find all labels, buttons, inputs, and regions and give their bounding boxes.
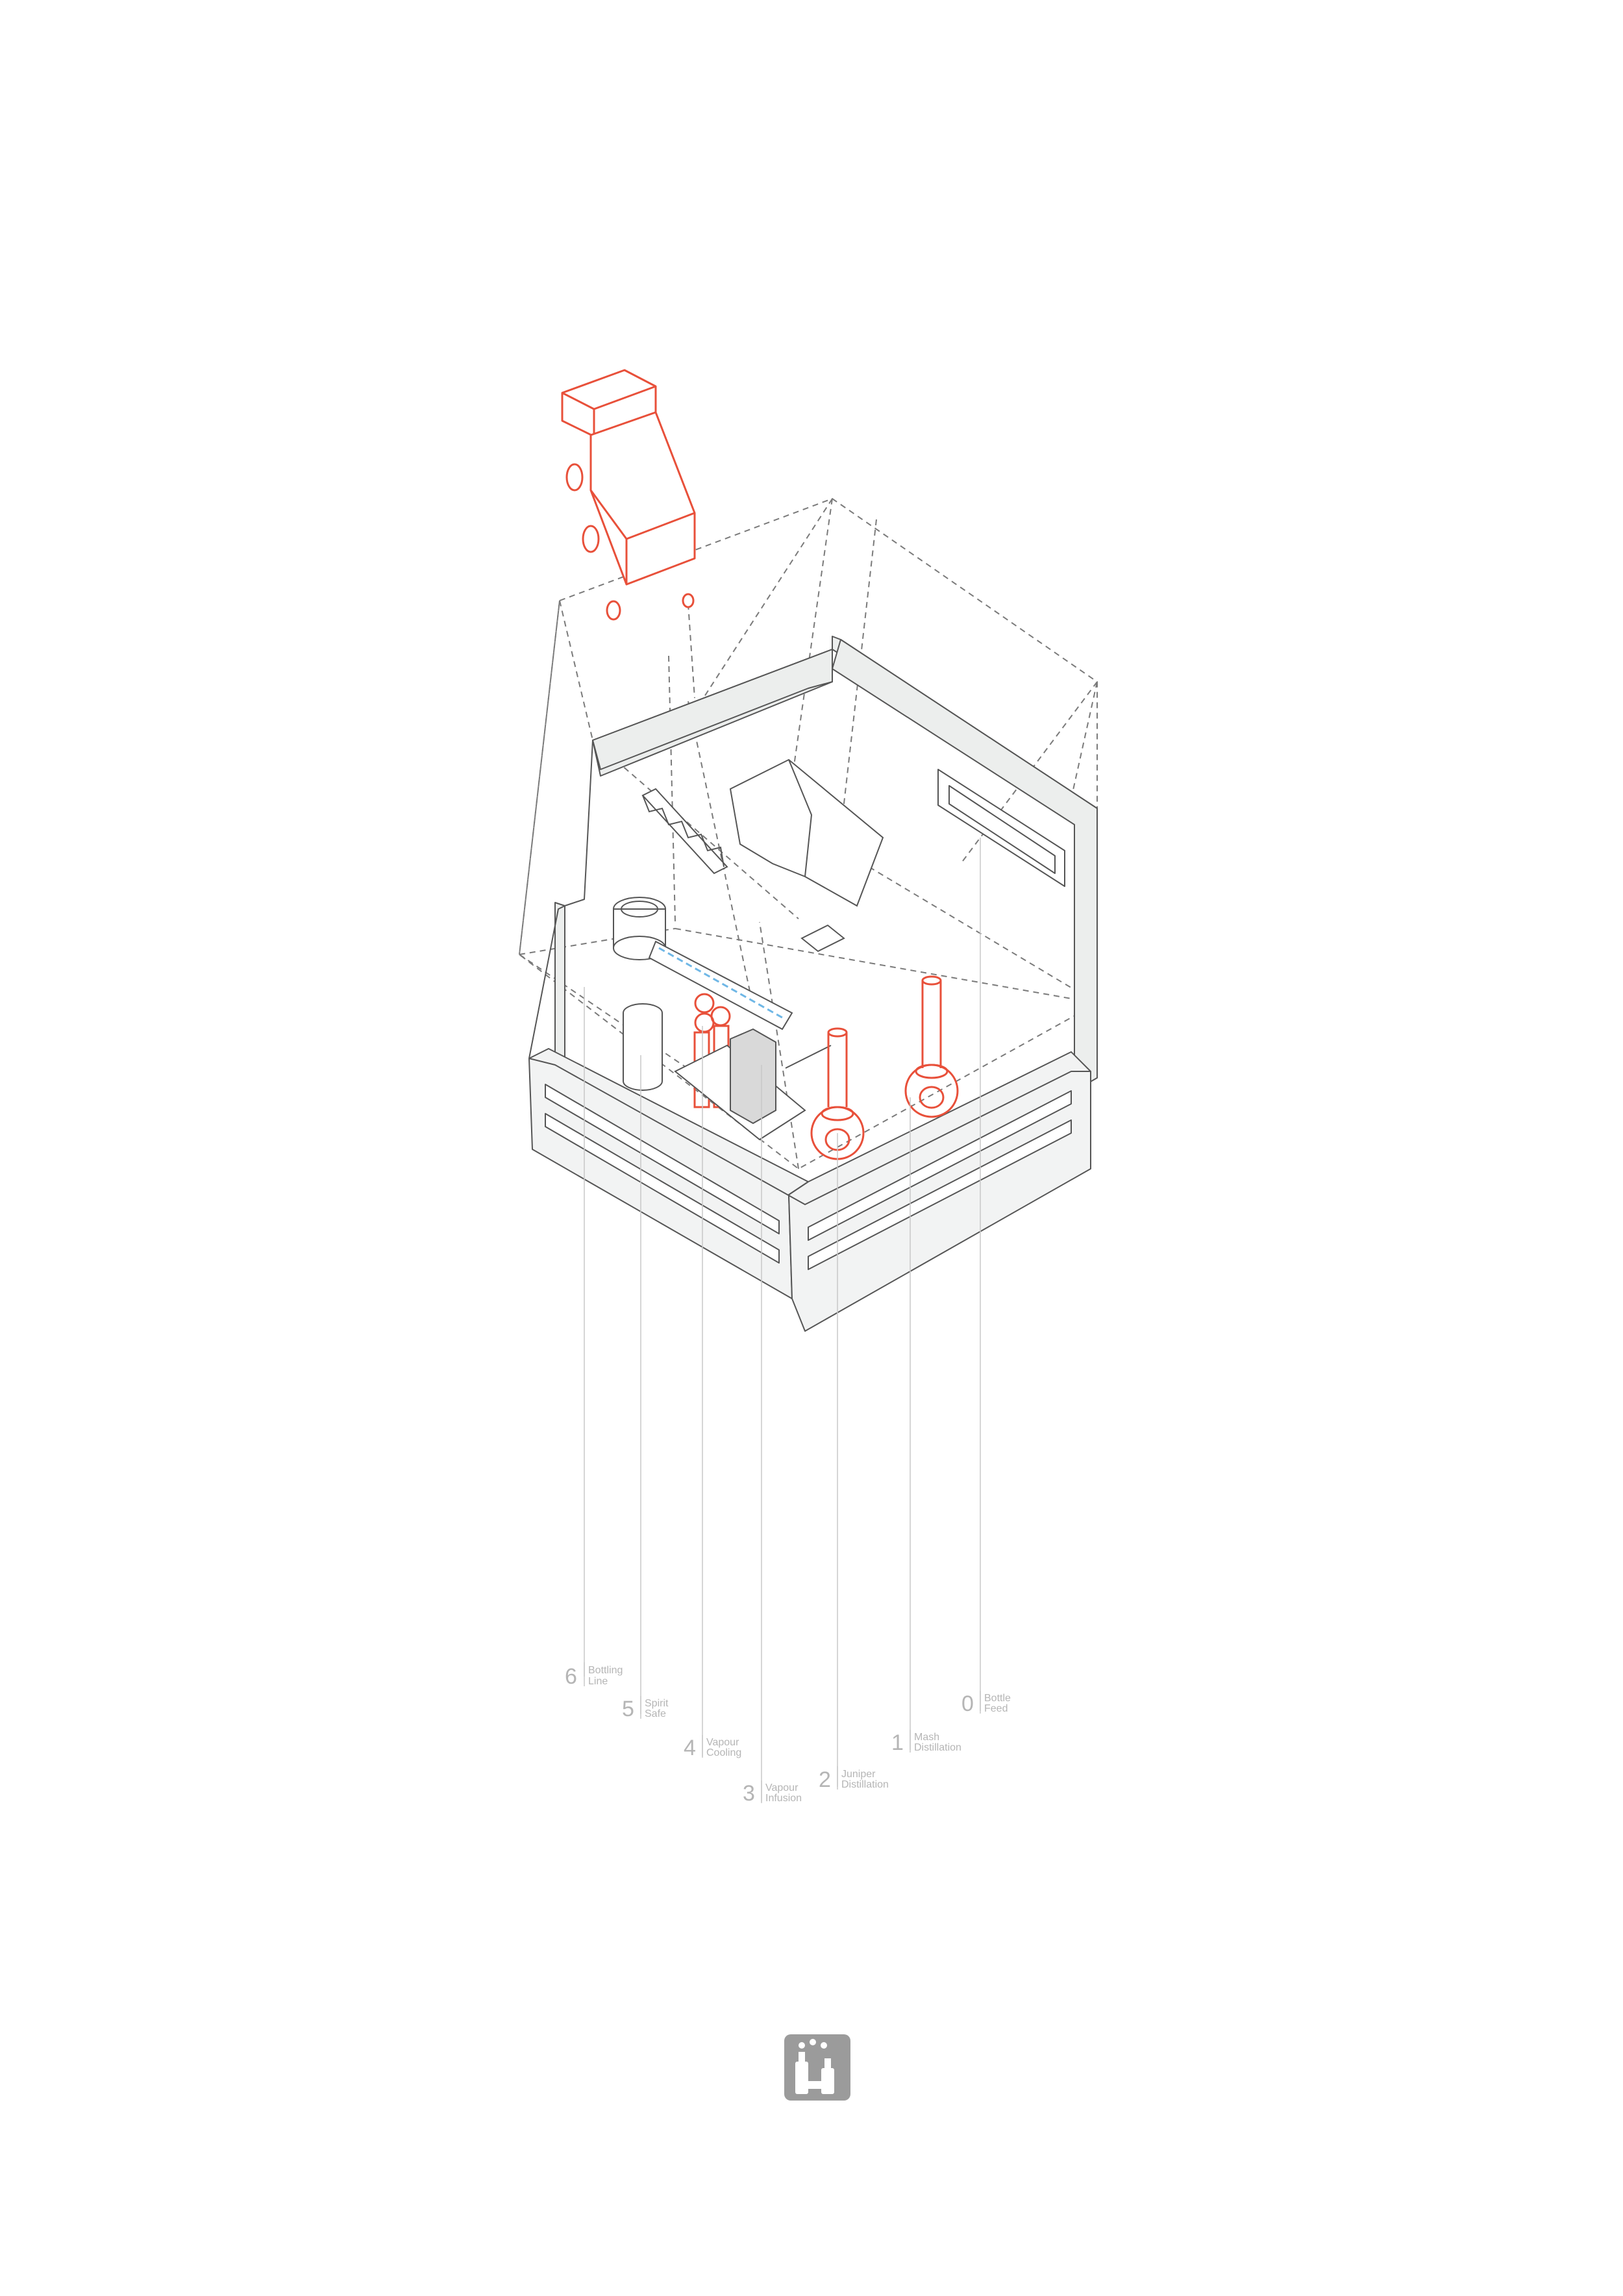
stage-name-line2: Cooling bbox=[706, 1747, 741, 1758]
stage-number: 0 bbox=[961, 1691, 974, 1716]
stage-label-1: 1 Mash Distillation bbox=[891, 1730, 961, 1755]
stage-name-line1: Vapour bbox=[765, 1782, 799, 1793]
stage-name-line1: Spirit bbox=[645, 1698, 669, 1709]
stage-label-2: 2 Juniper Distillation bbox=[819, 1766, 889, 1792]
stage-name-line1: Bottling bbox=[588, 1665, 623, 1676]
stage-name-line1: Bottle bbox=[984, 1693, 1011, 1704]
stage-label-5: 5 Spirit Safe bbox=[622, 1696, 669, 1721]
truck-icon bbox=[561, 369, 696, 621]
stage-name-line1: Juniper bbox=[841, 1769, 876, 1780]
building-shell bbox=[528, 636, 1098, 1332]
stage-number: 1 bbox=[891, 1730, 904, 1755]
stage-name-line2: Line bbox=[588, 1676, 608, 1687]
stage-name-line2: Distillation bbox=[914, 1742, 961, 1753]
stage-number: 5 bbox=[622, 1697, 634, 1721]
stage-number: 4 bbox=[684, 1736, 696, 1760]
leader-lines bbox=[584, 838, 981, 1802]
stage-name-line1: Mash bbox=[914, 1732, 939, 1743]
logo-icon bbox=[784, 2034, 850, 2101]
stage-labels: 6 Bottling Line 5 Spirit Safe 4 Vapour C… bbox=[565, 1662, 1011, 1806]
stage-number: 2 bbox=[819, 1767, 831, 1792]
stage-number: 6 bbox=[565, 1664, 577, 1689]
stage-label-6: 6 Bottling Line bbox=[565, 1662, 623, 1689]
stage-label-4: 4 Vapour Cooling bbox=[684, 1735, 741, 1760]
stage-name-line2: Distillation bbox=[841, 1779, 889, 1790]
still-pot-icon bbox=[613, 897, 666, 1091]
stage-name-line2: Safe bbox=[645, 1708, 666, 1719]
interior-stairs bbox=[641, 758, 884, 953]
stage-label-0: 0 Bottle Feed bbox=[961, 1691, 1011, 1716]
equipment bbox=[613, 897, 959, 1160]
conveyor bbox=[648, 940, 793, 1030]
stage-number: 3 bbox=[743, 1781, 755, 1806]
spirit-safe bbox=[674, 1028, 832, 1141]
left-wall bbox=[554, 902, 565, 1066]
mash-still bbox=[904, 975, 959, 1118]
stage-name-line2: Feed bbox=[984, 1703, 1008, 1714]
stage-name-line1: Vapour bbox=[706, 1737, 739, 1748]
stage-label-3: 3 Vapour Infusion bbox=[743, 1780, 802, 1806]
stage-name-line2: Infusion bbox=[765, 1793, 802, 1804]
